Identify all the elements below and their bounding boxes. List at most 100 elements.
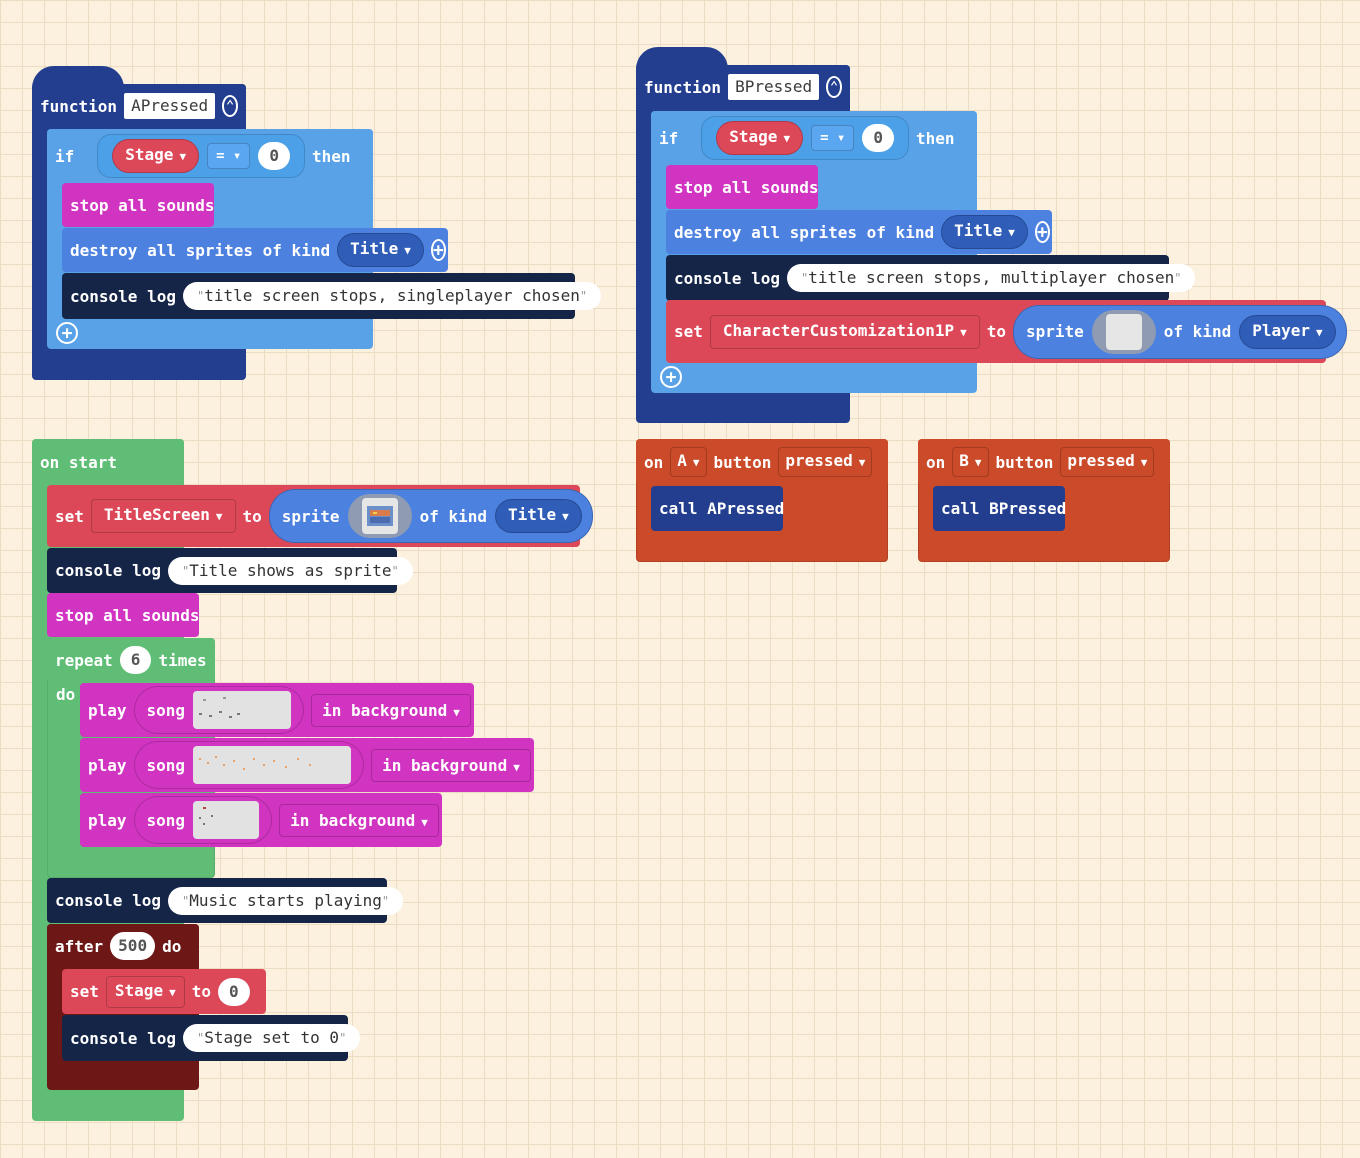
variable-dropdown[interactable]: CharacterCustomization1P▼ [709,314,980,349]
chevron-down-icon: ▼ [960,325,967,339]
button-dropdown[interactable]: A▼ [670,447,707,477]
kind-dropdown[interactable]: Title▼ [495,499,582,533]
melody-notes-icon [199,807,214,825]
destroy-sprites-block[interactable]: destroy all sprites of kind Title▼ + [62,228,448,272]
song-selector[interactable]: song [133,796,273,844]
kind-dropdown[interactable]: Player▼ [1239,314,1336,349]
function-cap [32,66,124,88]
collapse-icon[interactable]: ⌃ [826,76,842,98]
console-log-label: console log [674,268,780,288]
stop-all-sounds-block[interactable]: stop all sounds [47,593,200,637]
call-apressed-block[interactable]: call APressed [651,486,785,531]
console-log-text[interactable]: "Music starts playing" [167,886,404,915]
chevron-down-icon: ▼ [692,456,700,469]
chevron-down-icon: ▼ [562,510,569,523]
kind-dropdown[interactable]: Title▼ [941,215,1028,249]
chevron-down-icon: ▼ [783,132,791,145]
after-ms-input[interactable]: 500 [110,932,156,960]
event-dropdown[interactable]: pressed▼ [1060,447,1155,477]
kind-dropdown[interactable]: Title▼ [337,233,424,267]
operator-dropdown[interactable]: = ▾ [207,143,251,169]
song-preview-2[interactable] [193,746,352,784]
sprite-image-picker[interactable] [1091,309,1156,354]
repeat-header[interactable]: repeat 6 times [47,638,215,682]
title-image-icon [366,506,393,526]
call-bpressed-block[interactable]: call BPressed [933,486,1066,531]
on-b-button-header[interactable]: on B▼ button pressed▼ [918,439,1170,485]
add-plus-icon[interactable]: + [660,366,682,388]
function-name-field[interactable]: APressed [124,93,216,119]
if-keyword: if [659,128,679,148]
chevron-down-icon: ▼ [404,244,411,257]
set-stage-block[interactable]: set Stage▼ to 0 [62,969,266,1014]
console-log-block[interactable]: console log "Title shows as sprite" [47,548,413,593]
function-apressed-header[interactable]: function APressed ⌃ [32,84,246,128]
set-value-input[interactable]: 0 [217,977,250,1006]
repeat-count-input[interactable]: 6 [119,646,152,674]
variable-dropdown[interactable]: TitleScreen▼ [90,499,236,533]
console-log-text[interactable]: "title screen stops, multiplayer chosen" [786,264,1196,292]
function-name-field[interactable]: BPressed [728,74,820,100]
song-preview-3[interactable] [193,801,260,839]
times-keyword: times [158,650,207,670]
add-plus-icon[interactable]: + [56,322,78,344]
song-selector[interactable]: song [133,686,305,734]
compare-value-input[interactable]: 0 [862,124,894,152]
compare-condition[interactable]: Stage▼ = ▾ 0 [701,116,909,160]
console-log-block[interactable]: console log "title screen stops, multipl… [666,255,1196,301]
stage-variable-dropdown[interactable]: Stage▼ [716,121,804,155]
on-keyword: on [926,452,946,472]
console-log-text[interactable]: "title screen stops, singleplayer chosen… [182,282,602,310]
create-sprite-block[interactable]: sprite of kind Player▼ [1012,304,1347,359]
play-song-block-3[interactable]: play song in background▼ [80,793,442,847]
console-log-block[interactable]: console log "title screen stops, singlep… [62,273,602,319]
console-log-text[interactable]: "Title shows as sprite" [167,556,413,585]
console-log-text[interactable]: "Stage set to 0" [182,1024,361,1052]
set-titlescreen-block[interactable]: set TitleScreen▼ to sprite of kind Title… [47,485,593,547]
sprite-image-picker[interactable] [347,494,412,538]
in-background-dropdown[interactable]: in background▼ [311,693,471,727]
console-log-label: console log [70,1028,176,1048]
if-header[interactable]: if Stage▼ = ▾ 0 then [47,129,373,183]
function-keyword: function [40,96,118,116]
collapse-icon[interactable]: ⌃ [222,95,238,117]
repeat-keyword: repeat [55,650,113,670]
plus-icon[interactable]: + [430,239,446,261]
after-header[interactable]: after 500 do [47,924,199,968]
operator-dropdown[interactable]: = ▾ [811,125,855,151]
title-sprite-thumbnail [361,498,398,534]
compare-value-input[interactable]: 0 [258,142,290,170]
in-background-dropdown[interactable]: in background▼ [279,803,439,837]
on-a-button-header[interactable]: on A▼ button pressed▼ [636,439,888,485]
button-dropdown[interactable]: B▼ [952,447,989,477]
play-keyword: play [88,700,127,720]
chevron-down-icon: ▼ [513,760,520,774]
console-log-block[interactable]: console log "Music starts playing" [47,878,404,923]
destroy-sprites-block[interactable]: destroy all sprites of kind Title▼ + [666,210,1052,254]
song-keyword: song [146,700,186,720]
song-selector[interactable]: song [133,741,365,789]
stop-all-sounds-block[interactable]: stop all sounds [62,183,215,227]
stage-variable-dropdown[interactable]: Stage▼ [112,139,200,173]
stop-all-sounds-block[interactable]: stop all sounds [666,165,819,209]
chevron-down-icon: ▼ [169,985,176,999]
compare-condition[interactable]: Stage▼ = ▾ 0 [97,134,305,178]
function-bpressed-header[interactable]: function BPressed ⌃ [636,65,850,109]
on-start-header[interactable]: on start [32,439,184,485]
play-song-block-1[interactable]: play song in background▼ [80,683,474,737]
song-preview-1[interactable] [193,691,292,729]
event-dropdown[interactable]: pressed▼ [778,447,873,477]
set-variable-block[interactable]: set CharacterCustomization1P▼ to sprite … [666,300,1347,363]
call-label: call APressed [659,499,785,518]
play-song-block-2[interactable]: play song in background▼ [80,738,534,792]
chevron-down-icon: ▼ [453,705,460,719]
function-cap [636,47,728,69]
if-header[interactable]: if Stage▼ = ▾ 0 then [651,111,977,165]
variable-dropdown[interactable]: Stage▼ [105,975,185,1008]
console-log-block[interactable]: console log "Stage set to 0" [62,1015,361,1061]
melody-notes-icon [199,756,312,770]
create-sprite-block[interactable]: sprite of kind Title▼ [268,489,593,543]
in-background-dropdown[interactable]: in background▼ [371,748,531,782]
plus-icon[interactable]: + [1034,221,1050,243]
